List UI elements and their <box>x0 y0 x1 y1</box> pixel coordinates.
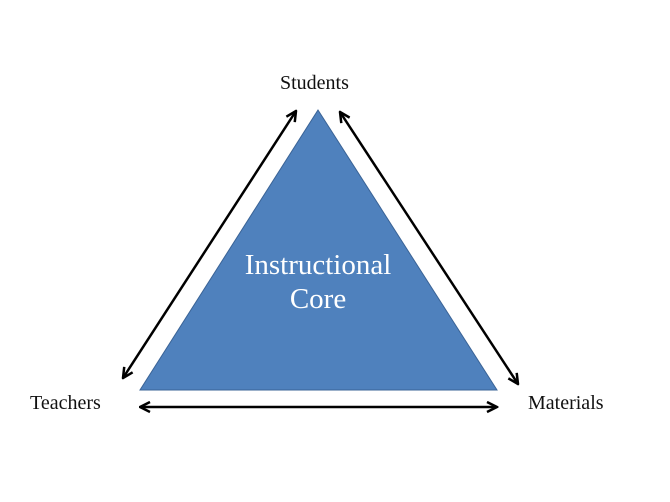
center-label-line2: Core <box>289 283 347 315</box>
arrow-students-teachers <box>123 111 296 378</box>
arrow-students-materials <box>340 112 518 384</box>
center-label-line1: Instructional <box>244 249 392 281</box>
center-label: Instructional Core <box>218 248 418 316</box>
node-label-students: Students <box>280 72 349 94</box>
node-label-teachers: Teachers <box>30 392 101 414</box>
node-label-materials: Materials <box>528 392 604 414</box>
